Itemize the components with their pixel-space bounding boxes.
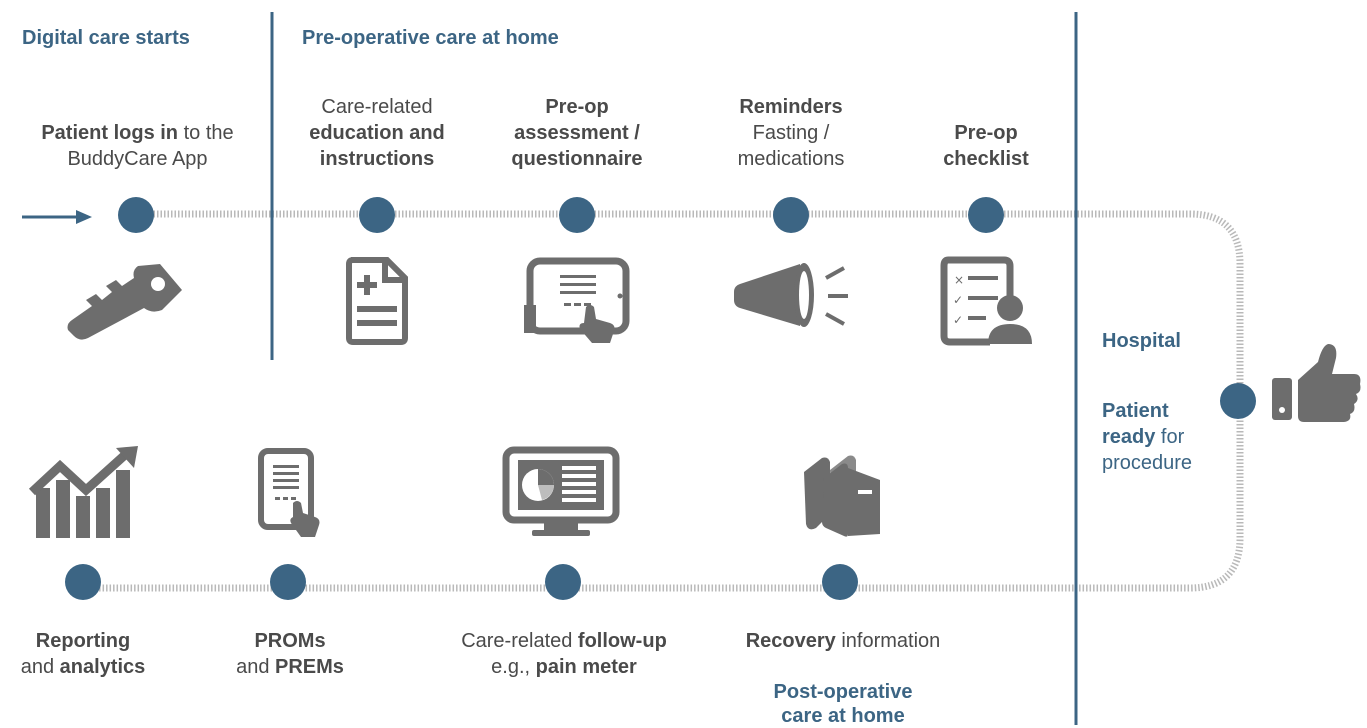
node-assessment bbox=[559, 197, 595, 233]
header-preop-home: Pre-operative care at home bbox=[302, 27, 559, 49]
checklist-person-icon: × ✓ ✓ bbox=[940, 256, 1032, 346]
node-login bbox=[118, 197, 154, 233]
label-login: Patient logs in to the BuddyCare App bbox=[41, 122, 234, 170]
node-reminders bbox=[773, 197, 809, 233]
arrow-icon bbox=[22, 210, 92, 224]
monitor-chart-icon bbox=[502, 446, 620, 536]
header-hospital: Hospital bbox=[1102, 330, 1181, 352]
header-digital-care: Digital care starts bbox=[22, 27, 190, 49]
label-recovery: Recovery information bbox=[745, 630, 941, 652]
node-reporting bbox=[65, 564, 101, 600]
label-assessment: Pre-op assessment / questionnaire bbox=[511, 96, 643, 170]
label-checklist: Pre-op checklist bbox=[943, 122, 1029, 170]
tablet-touch-icon bbox=[524, 257, 630, 343]
label-reminders: Reminders Fasting / medications bbox=[737, 96, 845, 170]
node-followup bbox=[545, 564, 581, 600]
label-reporting: Reporting and analytics bbox=[20, 630, 146, 678]
node-checklist bbox=[968, 197, 1004, 233]
chart-growth-icon bbox=[28, 446, 138, 538]
label-patient-ready: Patient ready for procedure bbox=[1102, 400, 1193, 474]
label-followup: Care-related follow-up e.g., pain meter bbox=[461, 630, 667, 678]
key-icon bbox=[67, 264, 182, 340]
ereader-touch-icon bbox=[258, 448, 320, 537]
label-education: Care-related education and instructions bbox=[309, 96, 445, 170]
node-hospital bbox=[1220, 383, 1256, 419]
thumbs-up-icon bbox=[1272, 344, 1361, 422]
dotted-track bbox=[80, 210, 1244, 592]
svg-text:×: × bbox=[954, 273, 964, 287]
header-postop-home: Post-operative care at home bbox=[773, 681, 913, 727]
megaphone-icon bbox=[734, 263, 848, 327]
label-proms: PROMs and PREMs bbox=[236, 630, 344, 678]
svg-text:✓: ✓ bbox=[953, 313, 963, 327]
node-proms bbox=[270, 564, 306, 600]
node-recovery bbox=[822, 564, 858, 600]
svg-text:✓: ✓ bbox=[953, 293, 963, 307]
node-education bbox=[359, 197, 395, 233]
document-plus-icon bbox=[346, 257, 408, 345]
books-icon bbox=[804, 455, 880, 537]
